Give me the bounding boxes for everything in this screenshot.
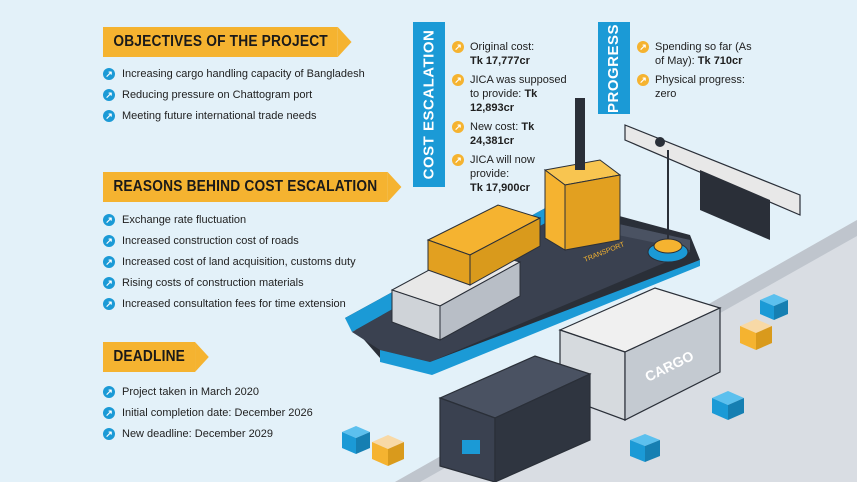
progress-list: ↗ Spending so far (As of May): Tk 710cr … <box>637 40 762 106</box>
arrow-up-right-icon: ↗ <box>103 110 115 122</box>
arrow-up-right-icon: ↗ <box>103 89 115 101</box>
arrow-up-right-icon: ↗ <box>103 428 115 440</box>
list-item-text: Increased construction cost of roads <box>122 235 299 247</box>
list-item: ↗ JICA was supposed to provide: Tk 12,89… <box>452 73 572 115</box>
list-item: ↗ Increasing cargo handling capacity of B… <box>103 68 365 80</box>
reasons-heading: REASONS BEHIND COST ESCALATION <box>103 172 402 202</box>
arrow-up-right-icon: ↗ <box>637 74 649 86</box>
arrow-up-right-icon: ↗ <box>103 235 115 247</box>
cargo-ship: TRANSPORT <box>345 98 700 375</box>
cost-item-value: Tk 17,900cr <box>470 182 530 194</box>
list-item-text: Increased consultation fees for time ext… <box>122 298 346 310</box>
crane <box>624 124 801 263</box>
list-item: ↗ Increased cost of land acquisition, cus… <box>103 256 356 268</box>
cost-item-text: New cost: <box>470 121 519 133</box>
progress-item-text: Spending so far (As of May): <box>655 41 752 67</box>
list-item: ↗ Project taken in March 2020 <box>103 386 259 398</box>
cost-item-value: Tk 24,381cr <box>470 121 535 147</box>
list-item-text: Increased cost of land acquisition, cust… <box>122 256 356 268</box>
list-item: ↗ Meeting future international trade need… <box>103 110 316 122</box>
list-item-text: Increasing cargo handling capacity of Ba… <box>122 68 365 80</box>
arrow-up-right-icon: ↗ <box>103 407 115 419</box>
list-item: ↗ Physical progress: zero <box>637 73 762 101</box>
arrow-up-right-icon: ↗ <box>103 277 115 289</box>
cost-item-value: Tk 17,777cr <box>470 55 530 67</box>
list-item: ↗ Exchange rate fluctuation <box>103 214 246 226</box>
objectives-heading: OBJECTIVES OF THE PROJECT <box>103 27 353 57</box>
cost-item-text: Original cost: <box>470 41 535 53</box>
list-item: ↗ Reducing pressure on Chattogram port <box>103 89 312 101</box>
list-item-text: Rising costs of construction materials <box>122 277 304 289</box>
list-item: ↗ Increased construction cost of roads <box>103 235 299 247</box>
list-item-text: Exchange rate fluctuation <box>122 214 247 226</box>
cost-item-value: Tk 12,893cr <box>470 88 538 114</box>
arrow-up-right-icon: ↗ <box>103 386 115 398</box>
cost-escalation-label: COST ESCALATION <box>413 22 445 187</box>
progress-item-text: Physical progress: zero <box>655 74 745 100</box>
list-item-text: Initial completion date: December 2026 <box>122 407 313 419</box>
list-item: ↗ Increased consultation fees for time ex… <box>103 298 346 310</box>
list-item: ↗ Spending so far (As of May): Tk 710cr <box>637 40 762 68</box>
deadline-heading: DEADLINE <box>103 342 210 372</box>
list-item: ↗ Rising costs of construction materials <box>103 277 304 289</box>
progress-label: PROGRESS <box>598 22 630 114</box>
arrow-up-right-icon: ↗ <box>103 68 115 80</box>
progress-label-text: PROGRESS <box>605 23 623 113</box>
list-item: ↗ New deadline: December 2029 <box>103 428 273 440</box>
cost-escalation-list: ↗ Original cost: Tk 17,777cr ↗ JICA was s… <box>452 40 572 200</box>
list-item-text: New deadline: December 2029 <box>122 428 274 440</box>
arrow-up-right-icon: ↗ <box>637 41 649 53</box>
list-item-text: Reducing pressure on Chattogram port <box>122 89 313 101</box>
progress-item-value: Tk 710cr <box>697 55 743 67</box>
cargo-container-dark <box>438 355 592 482</box>
list-item-text: Meeting future international trade needs <box>122 110 317 122</box>
arrow-up-right-icon: ↗ <box>103 214 115 226</box>
arrow-up-right-icon: ↗ <box>103 298 115 310</box>
list-item-text: Project taken in March 2020 <box>122 386 259 398</box>
cost-item-text: JICA was supposed to provide: <box>470 74 567 100</box>
cost-item-text: JICA will now provide: <box>470 154 535 180</box>
arrow-up-right-icon: ↗ <box>452 121 464 133</box>
boxes <box>342 294 788 466</box>
arrow-up-right-icon: ↗ <box>452 74 464 86</box>
cost-escalation-label-text: COST ESCALATION <box>420 29 438 180</box>
cargo-container-white: CARGO <box>558 287 722 421</box>
arrow-up-right-icon: ↗ <box>452 154 464 166</box>
list-item: ↗ Initial completion date: December 2026 <box>103 407 313 419</box>
arrow-up-right-icon: ↗ <box>452 41 464 53</box>
list-item: ↗ JICA will now provide: Tk 17,900cr <box>452 153 572 195</box>
list-item: ↗ Original cost: Tk 17,777cr <box>452 40 572 68</box>
list-item: ↗ New cost: Tk 24,381cr <box>452 120 572 148</box>
arrow-up-right-icon: ↗ <box>103 256 115 268</box>
